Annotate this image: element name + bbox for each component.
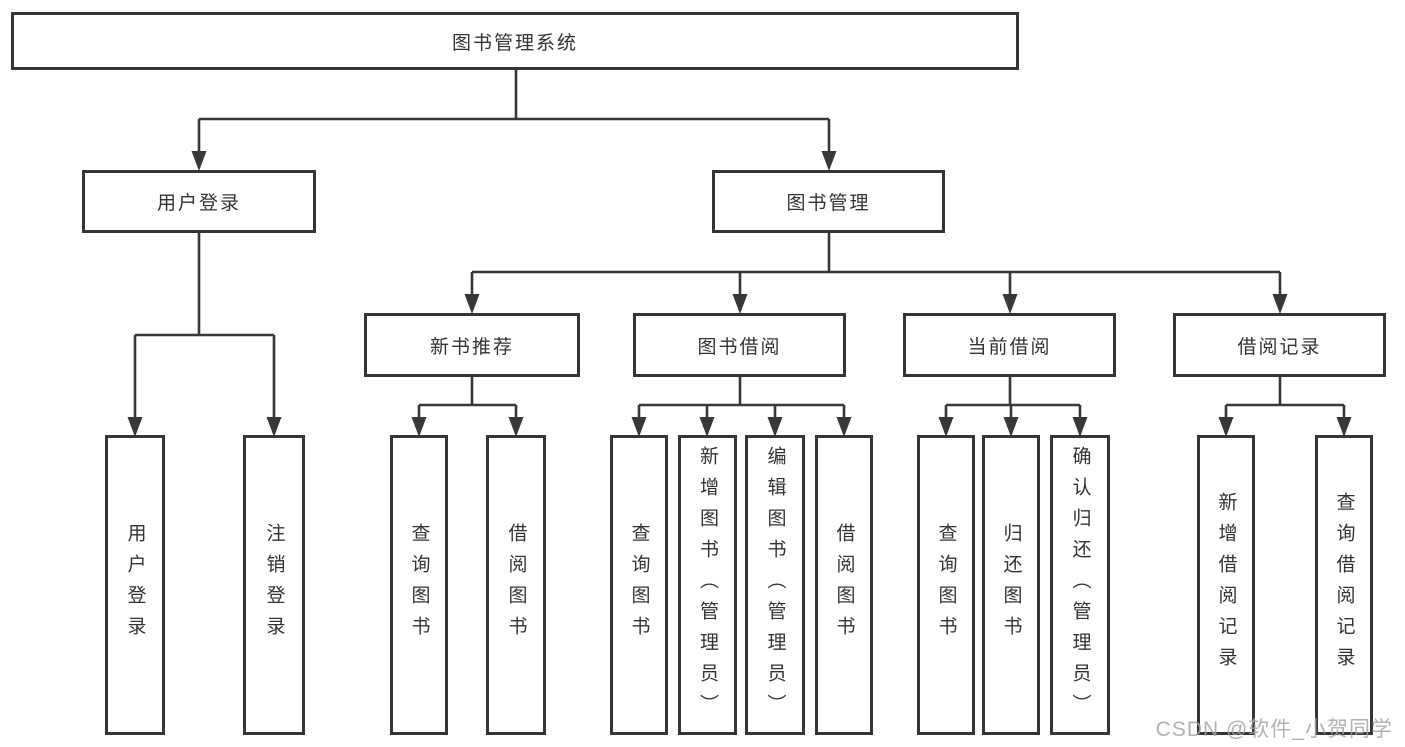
- leaf-confirm-return-admin: 确认归还（管理员）: [1050, 435, 1110, 735]
- node-label: 图书管理系统: [451, 32, 578, 54]
- leaf-return-books: 归还图书: [982, 435, 1040, 735]
- node-borrowing-records: 借阅记录: [1173, 313, 1386, 377]
- node-label: 查询图书: [935, 523, 957, 647]
- node-label: 用户登录: [124, 523, 146, 647]
- node-label: 新书推荐: [429, 336, 514, 358]
- leaf-query-books-recommend: 查询图书: [390, 435, 448, 735]
- leaf-borrow-books-recommend: 借阅图书: [486, 435, 546, 735]
- node-label: 用户登录: [156, 193, 241, 214]
- arrowheads-level3: [464, 294, 1288, 314]
- node-label: 查询借阅记录: [1333, 492, 1355, 678]
- node-current-borrowing: 当前借阅: [903, 313, 1116, 377]
- leaf-user-login: 用户登录: [105, 435, 165, 735]
- leaf-edit-books-admin: 编辑图书（管理员）: [745, 435, 805, 735]
- node-new-book-recommendation: 新书推荐: [364, 313, 580, 377]
- leaf-logout-login: 注销登录: [243, 435, 305, 735]
- node-user-login: 用户登录: [82, 170, 316, 233]
- arrowheads-leaves: [127, 417, 1352, 437]
- leaf-add-books-admin: 新增图书（管理员）: [678, 435, 737, 735]
- csdn-watermark: CSDN @软件_小贺同学: [1155, 718, 1393, 741]
- node-label: 借阅图书: [505, 523, 527, 647]
- leaf-add-borrow-record: 新增借阅记录: [1197, 435, 1255, 735]
- node-label: 确认归还（管理员）: [1069, 445, 1091, 725]
- leaf-borrow-books-borrowing: 借阅图书: [815, 435, 873, 735]
- node-book-management: 图书管理: [712, 170, 945, 233]
- node-label: 查询图书: [628, 523, 650, 647]
- node-label: 编辑图书（管理员）: [764, 445, 786, 725]
- leaf-query-books-borrowing: 查询图书: [610, 435, 668, 735]
- node-label: 借阅记录: [1237, 336, 1322, 358]
- node-label: 归还图书: [1000, 523, 1022, 647]
- node-label: 注销登录: [263, 523, 285, 647]
- arrowheads-level2: [191, 151, 837, 171]
- node-label: 借阅图书: [833, 523, 855, 647]
- node-label: 图书管理: [786, 193, 871, 214]
- node-book-borrowing: 图书借阅: [633, 313, 846, 377]
- node-library-system: 图书管理系统: [11, 12, 1019, 70]
- node-label: 新增借阅记录: [1215, 492, 1237, 678]
- leaf-query-books-current: 查询图书: [917, 435, 975, 735]
- leaf-query-borrow-record: 查询借阅记录: [1315, 435, 1373, 735]
- node-label: 新增图书（管理员）: [697, 445, 718, 725]
- node-label: 当前借阅: [967, 336, 1052, 358]
- node-label: 图书借阅: [697, 336, 782, 358]
- node-label: 查询图书: [408, 523, 430, 647]
